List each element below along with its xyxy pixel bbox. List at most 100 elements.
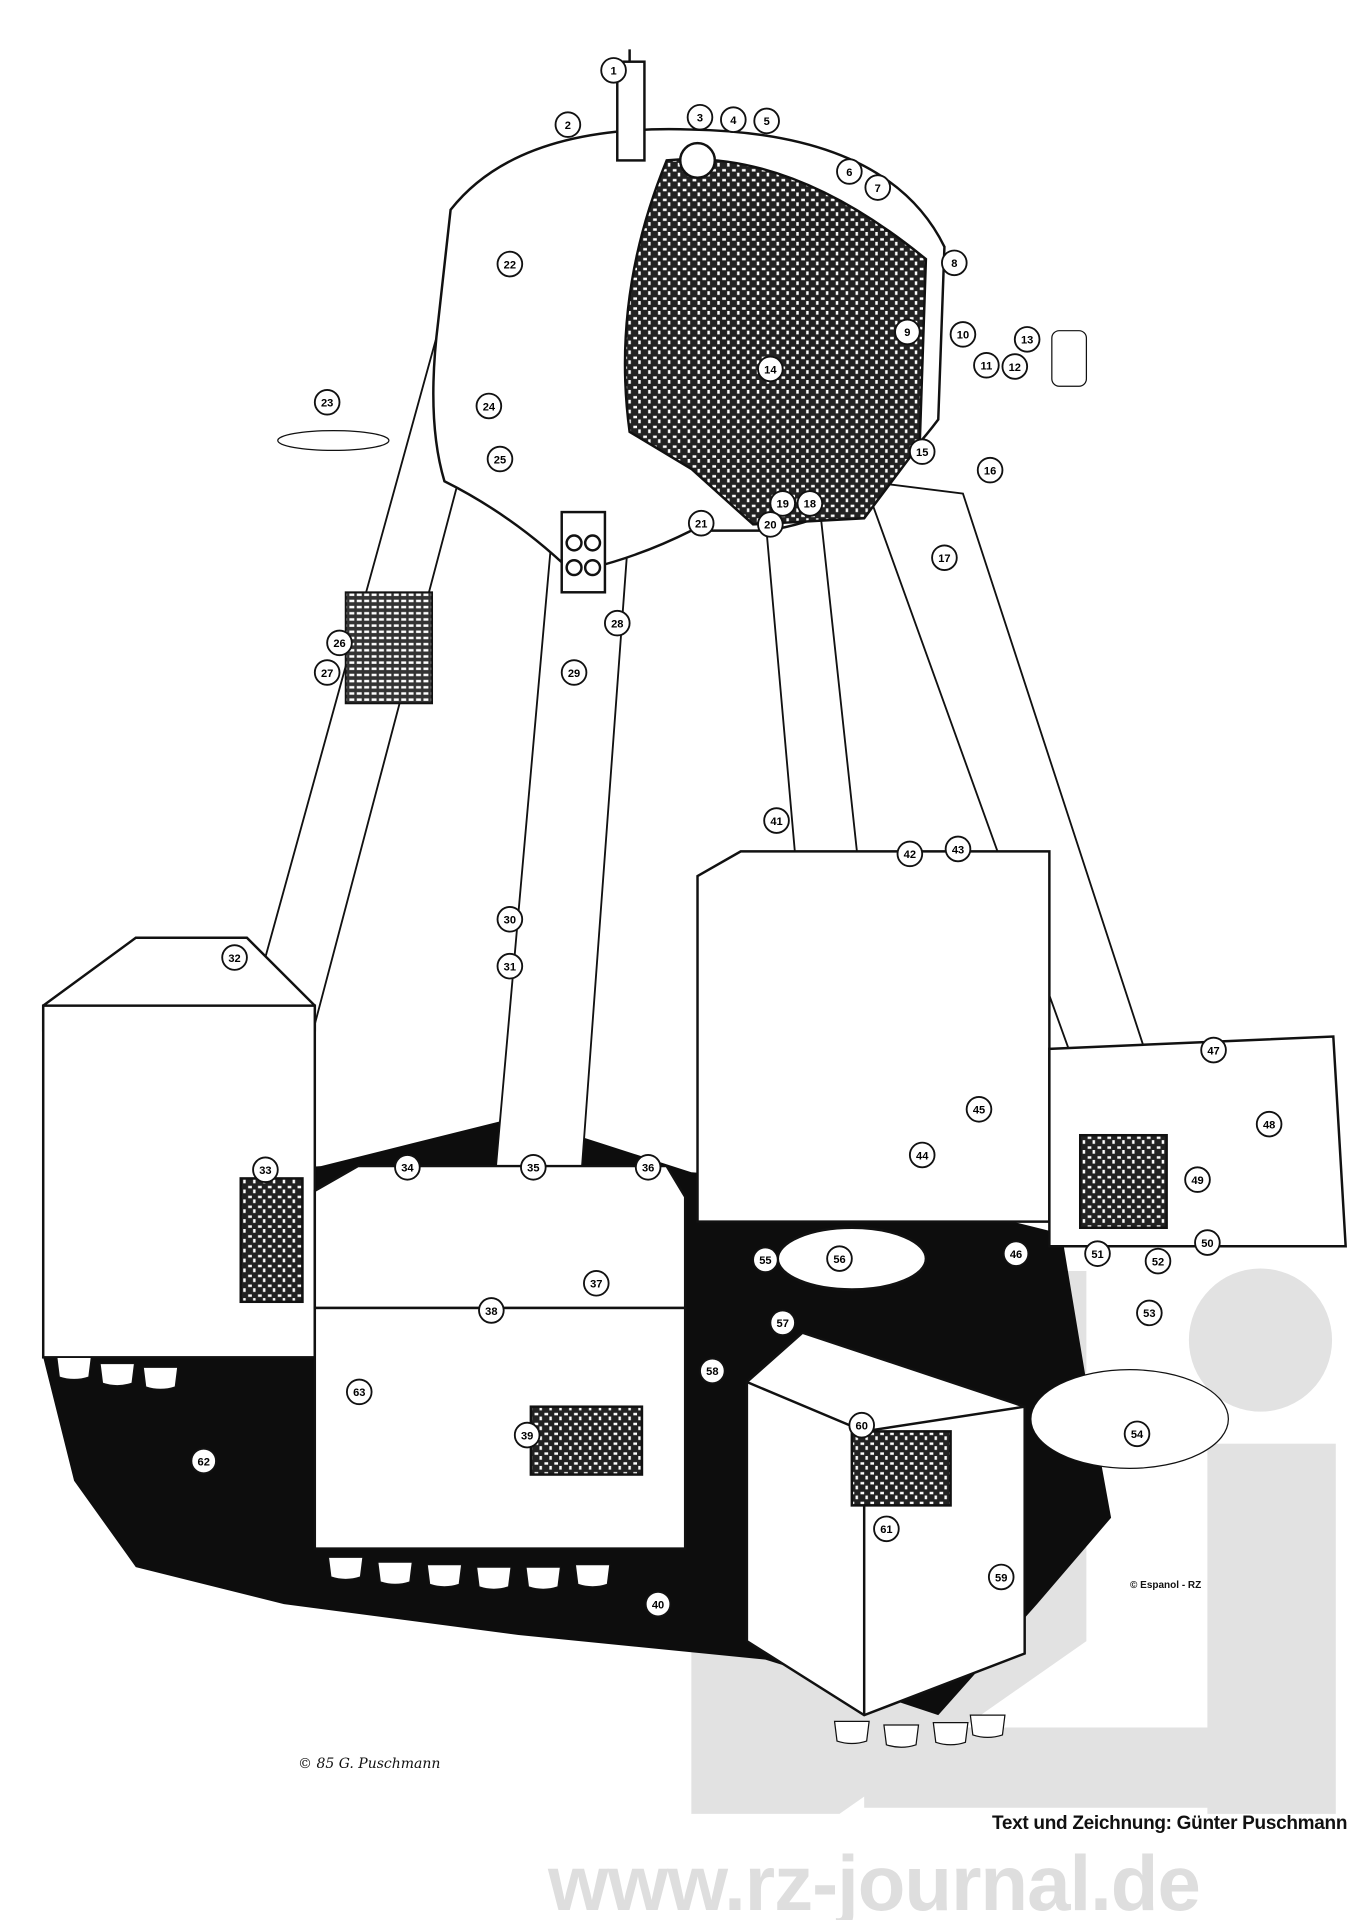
callout-number: 42 xyxy=(904,849,916,861)
callout-44: 44 xyxy=(908,1141,936,1169)
callout-number: 9 xyxy=(904,327,910,339)
callout-23: 23 xyxy=(313,388,341,416)
callout-60: 60 xyxy=(848,1411,875,1439)
callout-number: 17 xyxy=(938,553,950,565)
callout-circle xyxy=(496,952,524,980)
callout-circle xyxy=(394,1154,421,1181)
callout-37: 37 xyxy=(583,1270,610,1297)
callout-number: 22 xyxy=(504,259,516,271)
leg-grille xyxy=(344,591,434,705)
callout-circle xyxy=(687,509,715,537)
callout-circle xyxy=(864,174,892,201)
callout-number: 26 xyxy=(333,638,345,650)
callout-20: 20 xyxy=(757,511,784,538)
callout-47: 47 xyxy=(1200,1036,1227,1064)
callout-53: 53 xyxy=(1136,1299,1163,1327)
callout-number: 49 xyxy=(1191,1175,1203,1187)
callout-number: 52 xyxy=(1152,1256,1164,1268)
callout-circle xyxy=(1001,353,1029,380)
callout-number: 10 xyxy=(957,330,969,342)
callout-circle xyxy=(848,1411,875,1439)
callout-13: 13 xyxy=(1013,326,1041,353)
callout-number: 3 xyxy=(697,113,703,125)
callout-number: 39 xyxy=(521,1430,533,1442)
callout-24: 24 xyxy=(475,392,503,420)
callout-circle xyxy=(326,629,353,657)
landing-feet xyxy=(56,1356,1006,1748)
callout-circle xyxy=(496,250,524,278)
callout-number: 45 xyxy=(973,1105,985,1117)
callout-number: 33 xyxy=(259,1165,271,1177)
callout-4: 4 xyxy=(720,106,747,133)
callout-number: 51 xyxy=(1091,1249,1103,1261)
cutaway-interior xyxy=(623,157,928,526)
callout-number: 21 xyxy=(695,519,707,531)
callout-number: 32 xyxy=(228,953,240,965)
callout-number: 62 xyxy=(198,1456,210,1468)
callout-62: 62 xyxy=(190,1447,217,1475)
callout-circle xyxy=(965,1096,993,1123)
observation-bubble xyxy=(679,141,717,179)
callout-8: 8 xyxy=(941,249,968,277)
callout-number: 56 xyxy=(833,1254,845,1266)
watermark-url: www.rz-journal.de xyxy=(548,1839,1201,1920)
callout-circle xyxy=(908,1141,936,1169)
leg-front xyxy=(492,492,631,1192)
callout-circle xyxy=(894,318,921,346)
landing-foot xyxy=(932,1721,969,1746)
callout-number: 28 xyxy=(611,618,623,630)
callout-number: 4 xyxy=(730,115,737,127)
callout-21: 21 xyxy=(687,509,715,537)
callout-1: 1 xyxy=(600,57,627,84)
callout-46: 46 xyxy=(1002,1240,1030,1267)
callout-35: 35 xyxy=(520,1154,547,1181)
callout-circle xyxy=(949,321,977,348)
landing-foot xyxy=(426,1564,463,1588)
callout-number: 61 xyxy=(880,1524,892,1536)
callout-number: 31 xyxy=(504,961,516,973)
callout-number: 19 xyxy=(777,499,789,511)
artist-signature: © 85 G. Puschmann xyxy=(298,1756,441,1772)
landing-foot xyxy=(833,1720,870,1745)
callout-number: 59 xyxy=(995,1572,1007,1584)
callout-22: 22 xyxy=(496,250,524,278)
callout-48: 48 xyxy=(1255,1110,1283,1138)
landing-foot xyxy=(883,1724,920,1748)
callout-61: 61 xyxy=(873,1515,900,1543)
shuttle-craft xyxy=(277,330,1088,452)
callout-10: 10 xyxy=(949,321,977,348)
callout-number: 41 xyxy=(770,816,782,828)
callout-number: 50 xyxy=(1201,1238,1213,1250)
callout-circle xyxy=(699,1357,726,1385)
callout-circle xyxy=(757,355,784,383)
callout-circle xyxy=(600,57,627,84)
callout-11: 11 xyxy=(973,351,1000,379)
callout-circle xyxy=(1123,1420,1151,1448)
callout-circle xyxy=(520,1154,547,1181)
credit-caption: Text und Zeichnung: Günter Puschmann xyxy=(992,1813,1348,1834)
callout-5: 5 xyxy=(753,107,780,135)
callout-circle xyxy=(1184,1166,1211,1193)
callout-circle xyxy=(720,106,747,133)
landing-foot xyxy=(574,1564,611,1588)
callout-number: 38 xyxy=(485,1306,497,1318)
callout-circle xyxy=(757,511,784,538)
callout-12: 12 xyxy=(1001,353,1029,380)
callout-56: 56 xyxy=(826,1245,853,1272)
callout-circle xyxy=(475,392,503,420)
callout-number: 44 xyxy=(916,1150,929,1162)
callout-number: 47 xyxy=(1207,1045,1219,1057)
callout-number: 48 xyxy=(1263,1119,1275,1131)
callout-circle xyxy=(560,659,588,686)
callout-circle xyxy=(836,158,863,185)
callout-number: 5 xyxy=(764,116,770,128)
callout-2: 2 xyxy=(554,111,582,138)
callout-circle xyxy=(1013,326,1041,353)
callout-number: 18 xyxy=(804,499,816,511)
callout-number: 24 xyxy=(483,401,496,413)
callout-number: 27 xyxy=(321,668,333,680)
callout-circle xyxy=(583,1270,610,1297)
callout-50: 50 xyxy=(1194,1229,1221,1256)
